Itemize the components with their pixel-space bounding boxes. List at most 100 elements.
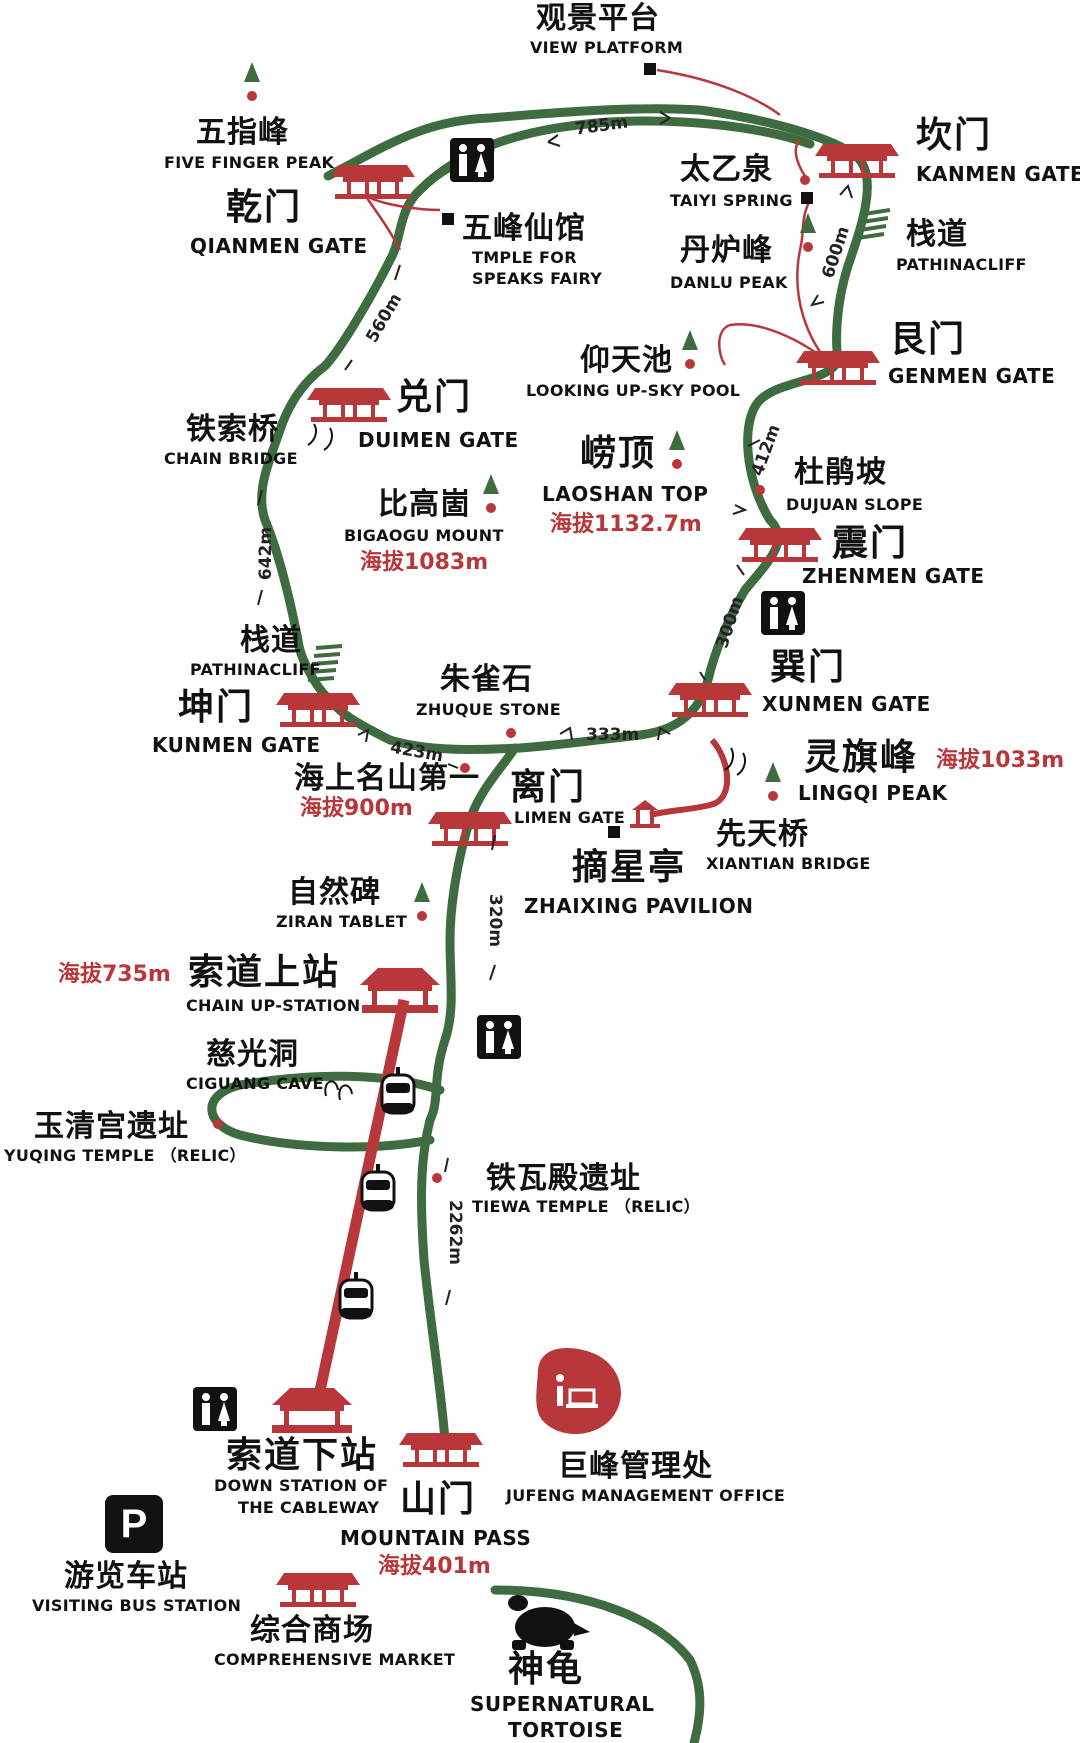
genmen-gate-en: GENMEN GATE [888,364,1056,388]
limen-gate-en: LIMEN GATE [514,808,626,827]
qianmen-gate-zh: 乾门 [226,187,303,228]
stairs-icon [307,644,343,682]
tortoise-icon [508,1595,590,1650]
market-zh: 综合商场 [250,1613,374,1648]
down-station-en1: DOWN STATION OF [214,1476,389,1495]
jufeng-office-en: JUFENG MANAGEMENT OFFICE [506,1486,786,1505]
laoshan-top-zh: 崂顶 [580,433,657,474]
poi-squares [442,63,813,838]
haishang-mingshan-zh: 海上名山第一 [294,761,480,796]
taiyi-spring-zh: 太乙泉 [680,152,773,187]
restroom-icon [193,1387,237,1431]
mountain-pass-en: MOUNTAIN PASS [340,1526,532,1550]
gate-icon [307,388,391,422]
distance-333: 333m [586,725,640,745]
gate-icon [668,683,752,717]
laoshan-top-altitude: 海拔1132.7m [550,512,702,537]
jufeng-office-zh: 巨峰管理处 [558,1449,713,1484]
peak-icon [800,213,816,252]
up-station-zh: 索道上站 [188,952,341,993]
up-station-en: CHAIN UP-STATION [186,996,361,1015]
bridge-icon [307,423,746,1101]
bus-station-en: VISITING BUS STATION [32,1596,242,1615]
stairs-icon [857,208,891,240]
qianmen-gate-en: QIANMEN GATE [190,234,368,258]
dujuan-slope-zh: 杜鹃坡 [794,455,887,490]
tiewa-temple-en: TIEWA TEMPLE （RELIC） [472,1197,701,1216]
bigaogu-mount-altitude: 海拔1083m [360,550,489,575]
yangtian-pool-zh: 仰天池 [580,343,673,378]
gate-icon [428,812,512,846]
pavilion-icon [630,800,660,828]
danlu-peak-zh: 丹炉峰 [680,233,773,268]
xiantian-bridge-zh: 先天桥 [716,817,809,852]
chain-bridge-zh: 铁索桥 [186,412,279,447]
peak-icon [483,474,499,513]
peak-icon [765,762,781,801]
bigaogu-mount-zh: 比高崮 [378,487,471,522]
market-en: COMPREHENSIVE MARKET [214,1650,456,1669]
zhaixing-pavilion-zh: 摘星亭 [572,847,687,888]
gate-icon [331,165,415,199]
gate-icon [276,1573,360,1607]
gate-icon [399,1433,483,1467]
tortoise-trail [490,1585,705,1743]
up-station-icon [360,968,440,1013]
tiewa-temple-zh: 铁瓦殿遗址 [486,1161,641,1196]
gate-icon [738,528,822,562]
mountain-pass-zh: 山门 [400,1479,477,1520]
tortoise-zh: 神龟 [508,1649,585,1690]
restroom-icon [761,591,805,635]
ziran-tablet-zh: 自然碑 [288,875,381,910]
zhandao-top-en: PATHINACLIFF [896,255,1027,274]
tortoise-en2: TORTOISE [508,1718,624,1742]
duimen-gate-zh: 兑门 [396,377,473,418]
mountain-pass-altitude: 海拔401m [378,1554,491,1579]
xiantian-bridge-en: XIANTIAN BRIDGE [706,854,871,873]
zhuque-stone-en: ZHUQUE STONE [416,700,562,719]
svg-text:P: P [121,1502,148,1546]
taiyi-spring-en: TAIYI SPRING [670,191,793,210]
laoshan-top-en: LAOSHAN TOP [542,482,709,506]
info-icon [536,1347,621,1435]
zhandao-top-zh: 栈道 [906,217,968,252]
lingqi-peak-altitude: 海拔1033m [936,748,1065,773]
yuqing-loop [207,1071,445,1152]
distance-320: 320m [485,893,506,948]
yuqing-temple-zh: 玉清宫遗址 [34,1109,189,1144]
view-platform-zh: 观景平台 [536,1,660,36]
genmen-gate-zh: 艮门 [890,319,967,360]
chain-bridge-en: CHAIN BRIDGE [164,449,298,468]
xunmen-gate-zh: 巽门 [770,647,847,688]
yangtian-pool-en: LOOKING UP-SKY POOL [526,381,741,400]
kunmen-gate-zh: 坤门 [178,687,255,728]
up-station-altitude: 海拔735m [58,962,171,987]
kunmen-gate-en: KUNMEN GATE [152,733,321,757]
peak-icon [244,62,260,101]
restroom-icon [450,138,494,182]
bigaogu-mount-en: BIGAOGU MOUNT [344,526,504,545]
gate-icon [815,144,899,178]
yuqing-temple-en: YUQING TEMPLE （RELIC） [4,1146,246,1165]
tortoise-en1: SUPERNATURAL [470,1692,655,1716]
wufeng-hall-zh: 五峰仙馆 [462,211,586,246]
wufeng-hall-en2: SPEAKS FAIRY [472,269,603,288]
dujuan-slope-en: DUJUAN SLOPE [786,495,924,514]
gate-icon [276,693,360,727]
lingqi-peak-zh: 灵旗峰 [804,737,919,778]
distance-2262: 2262m [445,1199,466,1266]
limen-gate-zh: 离门 [510,767,587,808]
zhandao-left-en: PATHINACLIFF [190,660,321,679]
kanmen-gate-en: KANMEN GATE [916,162,1080,186]
view-platform-en: VIEW PLATFORM [530,38,684,57]
zhandao-left-zh: 栈道 [240,623,302,658]
danlu-peak-en: DANLU PEAK [670,273,788,292]
restroom-icon [477,1015,521,1059]
xunmen-gate-en: XUNMEN GATE [762,692,931,716]
down-station-icon [272,1388,352,1433]
down-station-en2: THE CABLEWAY [238,1498,380,1517]
peak-icon [682,330,698,369]
five-finger-peak-en: FIVE FINGER PEAK [164,153,335,172]
kanmen-gate-zh: 坎门 [916,115,993,156]
